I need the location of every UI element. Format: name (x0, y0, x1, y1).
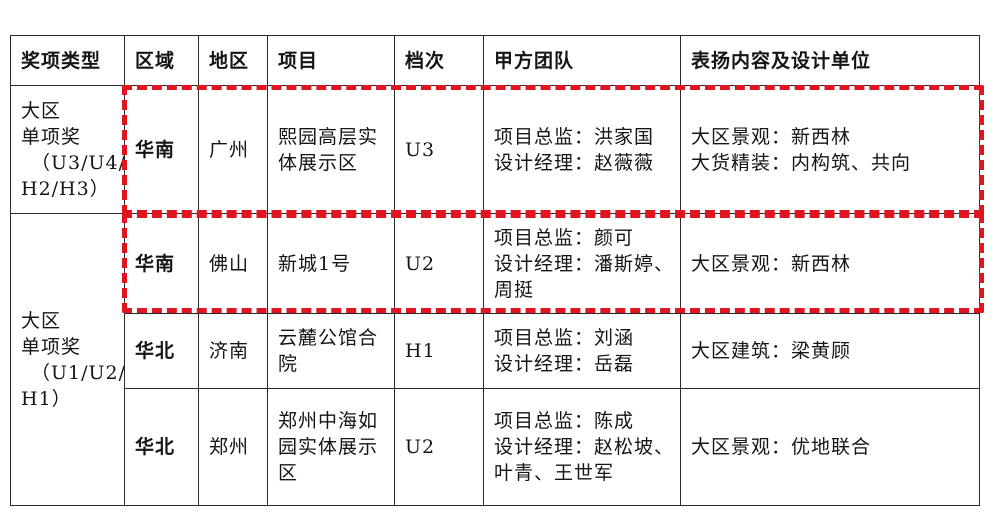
team-line: 设计经理：岳磊 (494, 353, 635, 375)
grade-cell: U2 (394, 213, 484, 314)
team-line: 项目总监：刘涵 (494, 327, 635, 349)
team-line: 项目总监：洪家国 (494, 125, 655, 148)
category-line: H2/H3） (21, 177, 110, 200)
grade-cell: U3 (394, 85, 484, 214)
praise-line: 大区景观：新西林 (691, 125, 852, 148)
category-line: 大区 (21, 309, 62, 332)
grade-cell: H1 (394, 313, 484, 389)
category-line: （U3/U4/ (31, 151, 125, 174)
team-line: 项目总监：陈成 (494, 410, 635, 432)
header-project: 项目 (267, 35, 395, 86)
project-cell: 熙园高层实体展示区 (267, 85, 395, 214)
table-header-row: 奖项类型 区域 地区 项目 档次 甲方团队 表扬内容及设计单位 (10, 35, 980, 86)
table-row: 大区 单项奖 （U3/U4/ H2/H3） 华南 广州 熙园高层实体展示区 U3… (10, 85, 980, 214)
award-category-cell: 大区 单项奖 （U1/U2/ H1） (10, 213, 125, 506)
header-area: 地区 (198, 35, 268, 86)
header-praise-and-designer: 表扬内容及设计单位 (680, 35, 980, 86)
area-cell: 佛山 (198, 213, 268, 314)
area-cell: 广州 (198, 85, 268, 214)
area-cell: 济南 (198, 313, 268, 389)
team-line: 设计经理：赵薇薇 (494, 151, 655, 174)
project-cell: 新城1号 (267, 213, 395, 314)
category-line: H1） (21, 387, 72, 410)
category-line: 单项奖 (21, 125, 82, 148)
praise-cell: 大区建筑：梁黄顾 (680, 313, 980, 389)
client-team-cell: 项目总监：颜可 设计经理：潘斯婷、周挺 (483, 213, 681, 314)
table-row: 华北 济南 云麓公馆合院 H1 项目总监：刘涵 设计经理：岳磊 大区建筑：梁黄顾 (11, 313, 980, 389)
header-award-type: 奖项类型 (10, 35, 125, 86)
category-line: （U1/U2/ (31, 361, 125, 384)
praise-line: 大货精装：内构筑、共向 (691, 151, 912, 174)
client-team-cell: 项目总监：刘涵 设计经理：岳磊 (483, 313, 681, 389)
project-cell: 郑州中海如园实体展示区 (267, 388, 395, 506)
region-cell: 华北 (124, 388, 199, 506)
team-line: 设计经理：潘斯婷、周挺 (494, 252, 675, 301)
praise-line: 大区建筑：梁黄顾 (691, 340, 852, 362)
header-grade: 档次 (394, 35, 484, 86)
team-line: 项目总监：颜可 (494, 226, 635, 249)
client-team-cell: 项目总监：陈成 设计经理：赵松坡、叶青、王世军 (483, 388, 681, 506)
grade-cell: U2 (394, 388, 484, 506)
client-team-cell: 项目总监：洪家国 设计经理：赵薇薇 (483, 85, 681, 214)
category-line: 单项奖 (21, 335, 82, 358)
award-category-cell: 大区 单项奖 （U3/U4/ H2/H3） (10, 85, 125, 214)
table-row: 大区 单项奖 （U1/U2/ H1） 华南 佛山 新城1号 U2 项目总监：颜可… (10, 213, 980, 506)
category-line: 大区 (21, 99, 62, 122)
region-cell: 华南 (124, 213, 199, 314)
header-client-team: 甲方团队 (483, 35, 681, 86)
praise-cell: 大区景观：新西林 (680, 213, 980, 314)
area-cell: 郑州 (198, 388, 268, 506)
praise-cell: 大区景观：优地联合 (680, 388, 980, 506)
praise-cell: 大区景观：新西林 大货精装：内构筑、共向 (680, 85, 980, 214)
header-region: 区域 (124, 35, 199, 86)
praise-line: 大区景观：优地联合 (691, 436, 872, 458)
table-row: 华北 郑州 郑州中海如园实体展示区 U2 项目总监：陈成 设计经理：赵松坡、叶青… (11, 388, 980, 506)
region-cell: 华北 (124, 313, 199, 389)
team-line: 设计经理：赵松坡、叶青、王世军 (494, 436, 675, 484)
project-cell: 云麓公馆合院 (267, 313, 395, 389)
awards-table: 奖项类型 区域 地区 项目 档次 甲方团队 表扬内容及设计单位 大区 单项奖 （… (10, 35, 980, 506)
praise-line: 大区景观：新西林 (691, 252, 852, 275)
region-cell: 华南 (124, 85, 199, 214)
